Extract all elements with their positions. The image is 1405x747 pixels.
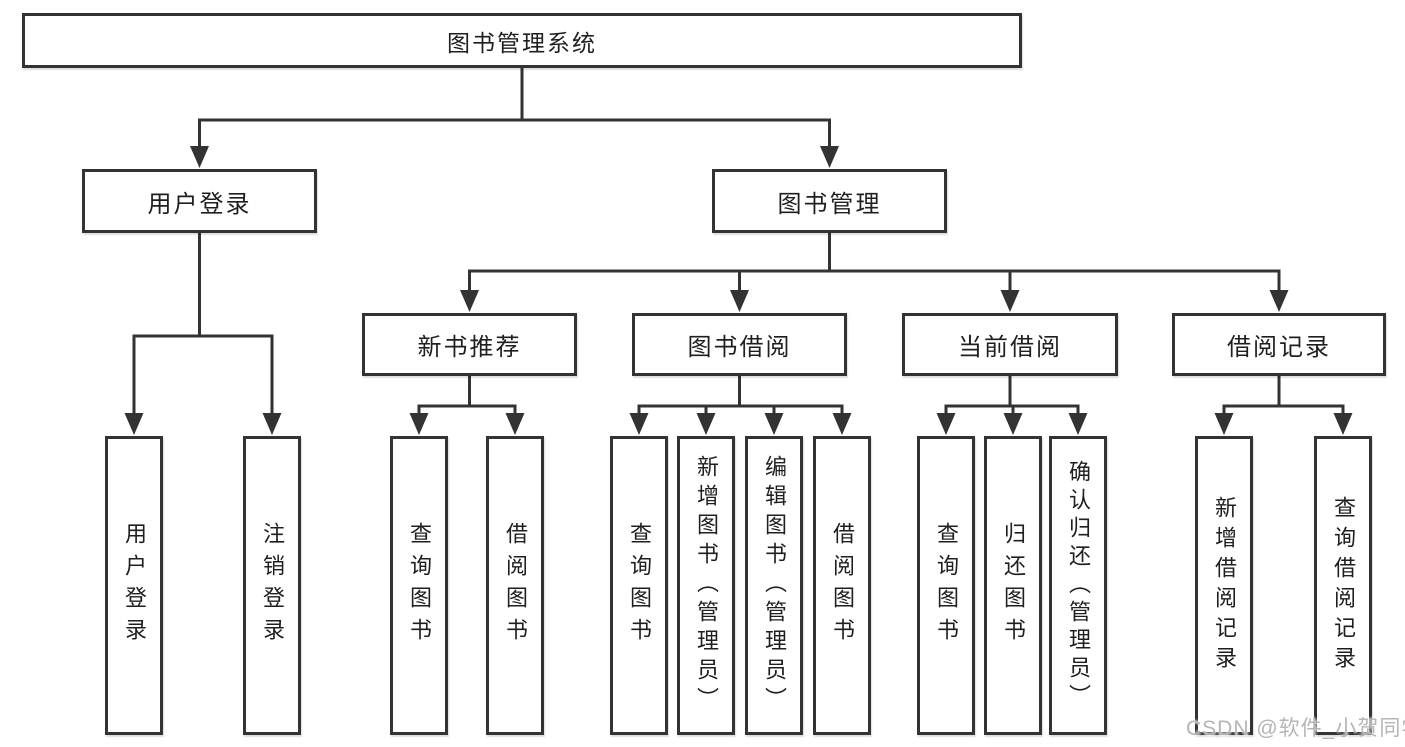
- leaf-borrow-books-recommend: 借阅图书: [486, 436, 544, 735]
- arrowhead-down-icon: [936, 413, 956, 435]
- leaf-return-books: 归还图书: [984, 436, 1042, 735]
- arrowhead-down-icon: [629, 413, 649, 435]
- arrowhead-down-icon: [409, 413, 429, 435]
- arrowhead-down-icon: [730, 290, 749, 312]
- leaf-query-books-recommend: 查询图书: [390, 436, 448, 735]
- node-new-book-recommend: 新书推荐: [362, 313, 577, 376]
- arrowhead-down-icon: [1214, 413, 1234, 435]
- arrowhead-down-icon: [1000, 290, 1020, 312]
- arrowhead-down-icon: [1068, 413, 1088, 435]
- arrowhead-down-icon: [1003, 413, 1023, 435]
- arrowhead-down-icon: [1333, 413, 1353, 435]
- arrowhead-down-icon: [696, 413, 716, 435]
- leaf-query-books-borrowing: 查询图书: [610, 436, 668, 735]
- leaf-confirm-return-admin: 确认归还（管理员）: [1049, 436, 1107, 735]
- arrowhead-down-icon: [505, 413, 525, 435]
- node-borrowing-records: 借阅记录: [1172, 313, 1386, 376]
- arrowhead-down-icon: [124, 413, 144, 435]
- arrowhead-down-icon: [262, 413, 282, 435]
- leaf-add-books-admin: 新增图书（管理员）: [677, 436, 735, 735]
- node-user-login: 用户登录: [82, 169, 317, 233]
- node-library-system: 图书管理系统: [22, 13, 1022, 68]
- leaf-logout-login: 注销登录: [243, 436, 301, 735]
- arrowhead-down-icon: [832, 413, 852, 435]
- arrowhead-down-icon: [1269, 290, 1289, 312]
- leaf-query-borrow-record: 查询借阅记录: [1314, 436, 1372, 735]
- leaf-borrow-books-borrowing: 借阅图书: [813, 436, 871, 735]
- leaf-user-login: 用户登录: [105, 436, 163, 735]
- leaf-query-books-current: 查询图书: [917, 436, 975, 735]
- node-book-borrowing: 图书借阅: [632, 313, 847, 376]
- arrowhead-down-icon: [460, 290, 479, 312]
- node-book-management: 图书管理: [712, 169, 947, 233]
- node-current-borrowing: 当前借阅: [902, 313, 1118, 376]
- leaf-add-borrow-record: 新增借阅记录: [1195, 436, 1253, 735]
- arrowhead-down-icon: [190, 146, 209, 168]
- arrowhead-down-icon: [820, 146, 839, 168]
- watermark: CSDN @软件_小贺同学: [1186, 717, 1405, 740]
- arrowhead-down-icon: [764, 413, 784, 435]
- leaf-edit-books-admin: 编辑图书（管理员）: [745, 436, 803, 735]
